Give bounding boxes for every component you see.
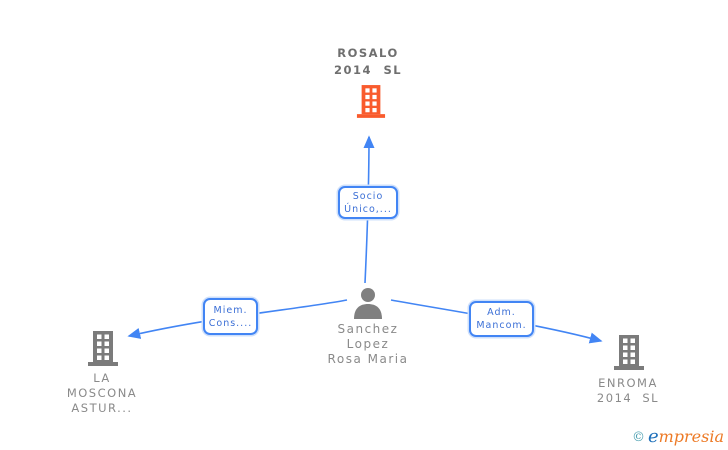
root-company-building-icon[interactable] [356, 84, 386, 118]
left-company-name-line3[interactable]: ASTUR... [71, 401, 133, 415]
person-name-line1[interactable]: Sanchez [337, 322, 399, 336]
copyright-icon: © [631, 430, 645, 445]
root-company-label[interactable]: ROSALO 2014 SL [334, 45, 402, 79]
right-company-name-line1[interactable]: ENROMA [598, 376, 658, 390]
person-name-line2[interactable]: Lopez [346, 337, 390, 351]
relation-up-line1: Socio [352, 190, 384, 202]
empresia-logo[interactable]: ©empresia [632, 426, 724, 447]
relation-left-line2: Cons.... [208, 317, 253, 329]
left-company-name-line1[interactable]: LA [93, 371, 111, 385]
person-name-line3[interactable]: Rosa Maria [327, 352, 409, 366]
right-company-building-icon[interactable] [613, 334, 645, 370]
right-company-name-line2[interactable]: 2014 SL [596, 391, 660, 405]
right-company-label[interactable]: ENROMA 2014 SL [597, 376, 659, 406]
relation-left-line1: Miem. [213, 304, 248, 316]
left-company-name-line2[interactable]: MOSCONA [66, 386, 138, 400]
relation-right-line2: Mancom. [476, 320, 527, 331]
left-company-building-icon[interactable] [87, 330, 119, 366]
brand-text: mpresia [658, 427, 724, 446]
brand-initial: e [647, 426, 659, 447]
relation-box-miem-cons[interactable]: Miem. Cons.... [203, 298, 258, 335]
relation-up-line2: Único,... [344, 203, 392, 215]
relation-right-line1: Adm. [487, 307, 516, 318]
person-icon[interactable] [351, 287, 385, 319]
left-company-label[interactable]: LA MOSCONA ASTUR... [67, 371, 137, 416]
person-label[interactable]: Sanchez Lopez Rosa Maria [328, 322, 409, 367]
root-company-name-line2[interactable]: 2014 SL [333, 63, 403, 77]
relation-box-socio-unico[interactable]: Socio Único,... [338, 186, 398, 219]
relation-box-adm-mancom[interactable]: Adm. Mancom. [469, 301, 534, 337]
root-company-name-line1[interactable]: ROSALO [337, 46, 399, 60]
